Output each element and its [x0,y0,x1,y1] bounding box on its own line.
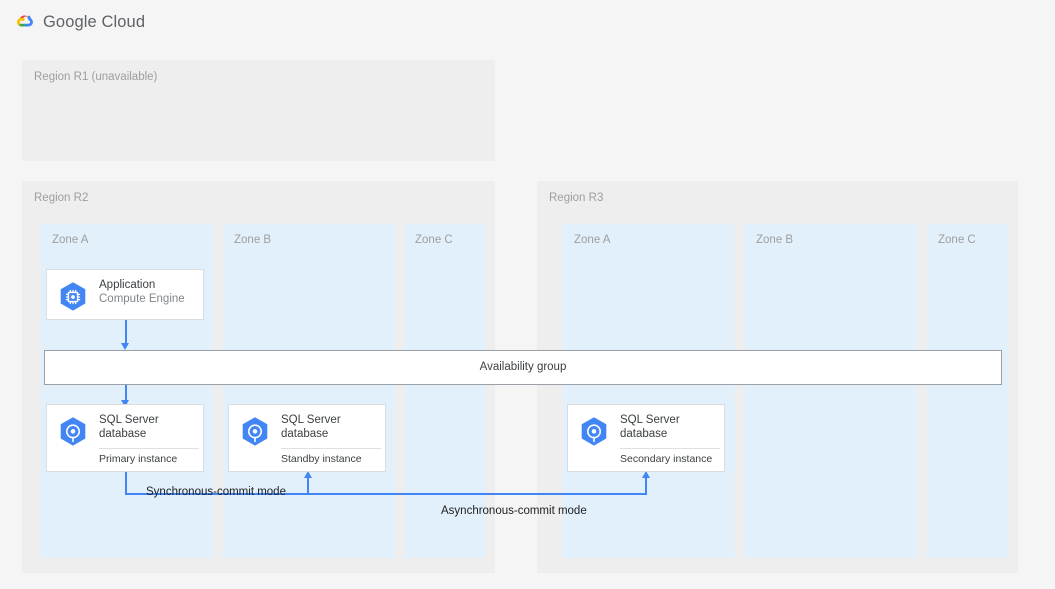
zone-r3-b: Zone B [745,224,917,558]
card-primary-database[interactable]: SQL Server database Primary instance [46,404,204,472]
card-application[interactable]: Application Compute Engine [46,269,204,320]
region-r1-label: Region R1 (unavailable) [34,71,158,83]
zone-r2-b: Zone B [223,224,395,558]
card-standby-database[interactable]: SQL Server database Standby instance [228,404,386,472]
card-secondary-database[interactable]: SQL Server database Secondary instance [567,404,725,472]
google-cloud-logo-icon [14,13,36,33]
region-r3-label: Region R3 [549,192,604,204]
region-r2-label: Region R2 [34,192,89,204]
zone-r3-b-label: Zone B [756,234,794,246]
connector-async-vertical-right [645,478,647,494]
connector-sync-vertical-right [307,478,309,494]
arrow-app-to-ag-icon [121,343,129,350]
sql-server-database-icon [577,415,611,449]
availability-group-label: Availability group [479,361,567,373]
card-primary-database-title: SQL Server database [99,414,159,440]
card-standby-database-footer: Standby instance [281,453,362,465]
card-standby-divider [281,448,381,449]
card-primary-database-footer: Primary instance [99,453,178,465]
card-standby-database-title: SQL Server database [281,414,341,440]
zone-r2-a-label: Zone A [52,234,89,246]
app-header: Google Cloud [0,0,1055,46]
card-secondary-database-footer: Secondary instance [620,453,713,465]
card-secondary-divider [620,448,720,449]
card-application-subtitle: Compute Engine [99,292,185,305]
connector-sync-horizontal [125,493,309,495]
card-application-title: Application [99,279,156,291]
availability-group-bar: Availability group [44,350,1002,385]
connector-sync-vertical-left [125,472,127,495]
card-primary-divider [99,448,199,449]
connector-app-to-ag [125,320,127,344]
compute-engine-icon [56,280,90,314]
zone-r3-a: Zone A [563,224,735,558]
zone-r3-c-label: Zone C [938,234,976,246]
card-secondary-database-title: SQL Server database [620,414,680,440]
connector-async-label: Asynchronous-commit mode [441,505,587,517]
zone-r2-c: Zone C [404,224,485,558]
sql-server-database-icon [238,415,272,449]
connector-sync-label: Synchronous-commit mode [146,486,286,498]
zone-r2-c-label: Zone C [415,234,453,246]
region-r1: Region R1 (unavailable) [22,60,495,161]
arrow-async-to-secondary-icon [642,471,650,478]
connector-ag-to-primary [125,385,127,401]
sql-server-database-icon [56,415,90,449]
arrow-sync-to-standby-icon [304,471,312,478]
zone-r3-a-label: Zone A [574,234,611,246]
connector-async-horizontal [307,493,647,495]
zone-r3-c: Zone C [927,224,1008,558]
arrow-ag-to-primary-icon [121,400,129,407]
zone-r2-b-label: Zone B [234,234,272,246]
brand-name: Google Cloud [43,13,146,31]
